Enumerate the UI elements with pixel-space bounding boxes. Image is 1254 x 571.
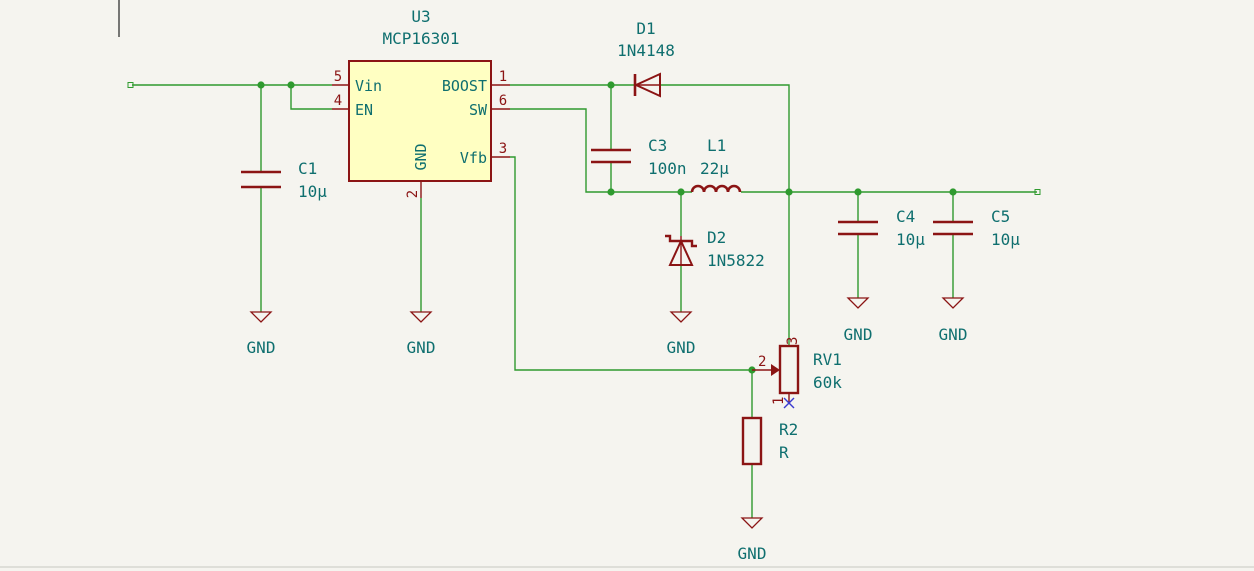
- rv1-pin-num: 2: [758, 354, 766, 370]
- c4-capacitor[interactable]: C4 10µ: [838, 207, 925, 249]
- junction: [257, 81, 265, 89]
- l1-ref: L1: [707, 136, 726, 155]
- gnd-symbol-c5: GND: [939, 297, 968, 344]
- gnd-label: GND: [247, 338, 276, 357]
- d2-schottky-diode[interactable]: D2 1N5822: [665, 228, 765, 270]
- gnd-label: GND: [939, 325, 968, 344]
- r2-resistor[interactable]: R2 R: [741, 416, 798, 466]
- gnd-label: GND: [407, 338, 436, 357]
- d1-ref: D1: [636, 19, 655, 38]
- wire-vfb: [510, 156, 752, 371]
- wire-en-tie: [290, 85, 332, 110]
- u3-pin-name: BOOST: [442, 77, 487, 95]
- d2-value: 1N5822: [707, 251, 765, 270]
- rv1-pin-num: 3: [785, 337, 801, 345]
- wires: [132, 84, 1037, 518]
- u3-pin-num: 1: [499, 69, 507, 85]
- junction: [949, 188, 957, 196]
- input-port: [127, 82, 134, 88]
- u3-pin-name: Vfb: [460, 149, 487, 167]
- wire-sw: [510, 108, 692, 193]
- u3-ref: U3: [411, 7, 430, 26]
- gnd-label: GND: [738, 544, 767, 563]
- gnd-symbol-d2: GND: [667, 311, 696, 357]
- u3-value: MCP16301: [382, 29, 459, 48]
- r2-value: R: [779, 443, 789, 462]
- junction: [607, 81, 615, 89]
- gnd-symbol-c4: GND: [844, 297, 873, 344]
- c5-capacitor[interactable]: C5 10µ: [933, 207, 1020, 249]
- d2-ref: D2: [707, 228, 726, 247]
- rv1-no-connect: [783, 397, 795, 409]
- u3-pin-name: SW: [469, 101, 488, 119]
- l1-inductor[interactable]: L1 22µ: [690, 136, 742, 193]
- gnd-symbol-u3: GND: [407, 311, 436, 357]
- junction: [677, 188, 685, 196]
- r2-ref: R2: [779, 420, 798, 439]
- u3-pin-num: 5: [334, 69, 342, 85]
- gnd-symbol-c1: GND: [247, 311, 276, 357]
- c1-ref: C1: [298, 159, 317, 178]
- junction: [287, 81, 295, 89]
- c1-value: 10µ: [298, 182, 327, 201]
- c1-capacitor[interactable]: C1 10µ: [241, 159, 327, 201]
- u3-pin-num: 2: [405, 190, 421, 198]
- u3-pin-name: GND: [412, 143, 430, 170]
- rv1-value: 60k: [813, 373, 842, 392]
- c3-value: 100n: [648, 159, 687, 178]
- l1-value: 22µ: [700, 159, 729, 178]
- c5-value: 10µ: [991, 230, 1020, 249]
- rv1-pin-num: 1: [771, 397, 787, 405]
- gnd-label: GND: [844, 325, 873, 344]
- rv1-potentiometer[interactable]: 3 2 1 RV1 60k: [752, 337, 842, 409]
- wire-d1-out-rv1: [660, 84, 790, 346]
- junction: [607, 188, 615, 196]
- d1-diode[interactable]: D1 1N4148: [617, 19, 675, 98]
- c4-value: 10µ: [896, 230, 925, 249]
- u3-pin-num: 6: [499, 93, 507, 109]
- u3-pin-name: EN: [355, 101, 373, 119]
- u3-body: [348, 60, 492, 182]
- junction: [854, 188, 862, 196]
- c3-ref: C3: [648, 136, 667, 155]
- u3-regulator[interactable]: U3 MCP16301 5 Vin 4 EN 1 BOOST 6 SW 3 Vf…: [332, 7, 510, 198]
- c3-capacitor[interactable]: C3 100n: [591, 136, 687, 178]
- gnd-symbol-r2: GND: [738, 517, 767, 563]
- u3-pin-num: 3: [499, 141, 507, 157]
- rv1-ref: RV1: [813, 350, 842, 369]
- gnd-label: GND: [667, 338, 696, 357]
- c5-ref: C5: [991, 207, 1010, 226]
- u3-pin-name: Vin: [355, 77, 382, 95]
- d1-value: 1N4148: [617, 41, 675, 60]
- junction: [785, 188, 793, 196]
- u3-pin-num: 4: [334, 93, 342, 109]
- c4-ref: C4: [896, 207, 915, 226]
- output-port: [1034, 189, 1041, 195]
